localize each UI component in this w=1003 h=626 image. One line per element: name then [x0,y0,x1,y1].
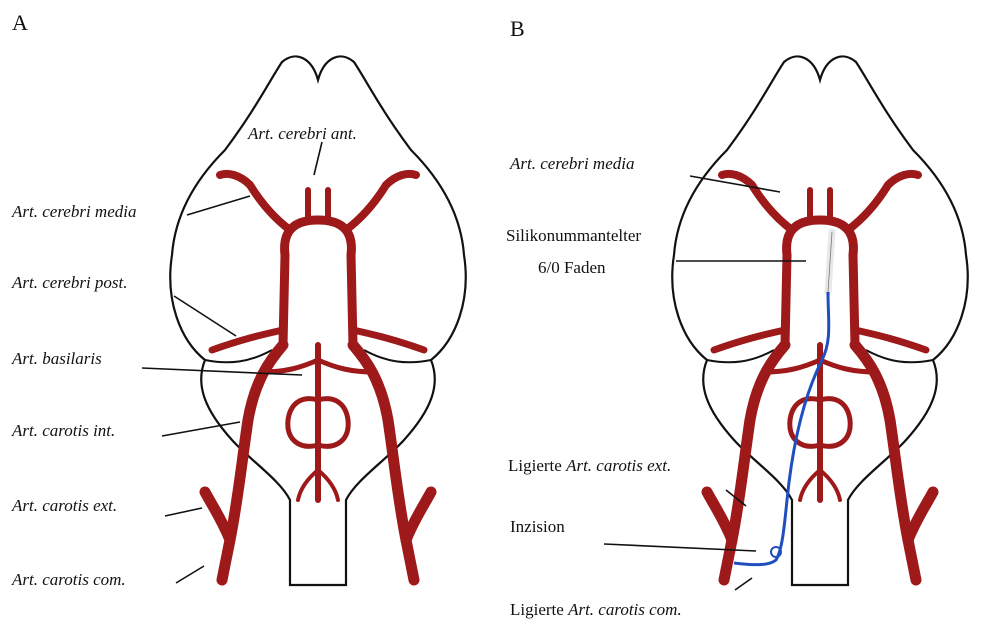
label-b-faden-line1: Silikonummantelter [506,226,641,246]
label-b-cerebri-media: Art. cerebri media [510,154,634,174]
label-a-carotis-int: Art. carotis int. [12,421,115,441]
label-a-basilaris: Art. basilaris [12,349,102,369]
label-b-ligiert-ext-prefix: Ligierte [508,456,566,475]
label-b-ligiert-com-artery: Art. carotis com. [568,600,682,619]
label-a-cerebri-ant: Art. cerebri ant. [248,124,357,144]
label-b-inzision: Inzision [510,517,565,537]
label-a-carotis-ext: Art. carotis ext. [12,496,117,516]
label-a-cerebri-post: Art. cerebri post. [12,273,128,293]
panel-label-a: A [12,10,28,36]
label-b-ligiert-com: Ligierte Art. carotis com. [510,600,682,620]
label-a-cerebri-media: Art. cerebri media [12,202,136,222]
panel-label-b: B [510,16,525,42]
label-b-ligiert-ext: Ligierte Art. carotis ext. [508,456,671,476]
label-a-carotis-com: Art. carotis com. [12,570,126,590]
label-b-ligiert-ext-artery: Art. carotis ext. [566,456,671,475]
panel-b-brain [672,56,967,585]
label-b-ligiert-com-prefix: Ligierte [510,600,568,619]
label-b-faden-line2: 6/0 Faden [538,258,606,278]
